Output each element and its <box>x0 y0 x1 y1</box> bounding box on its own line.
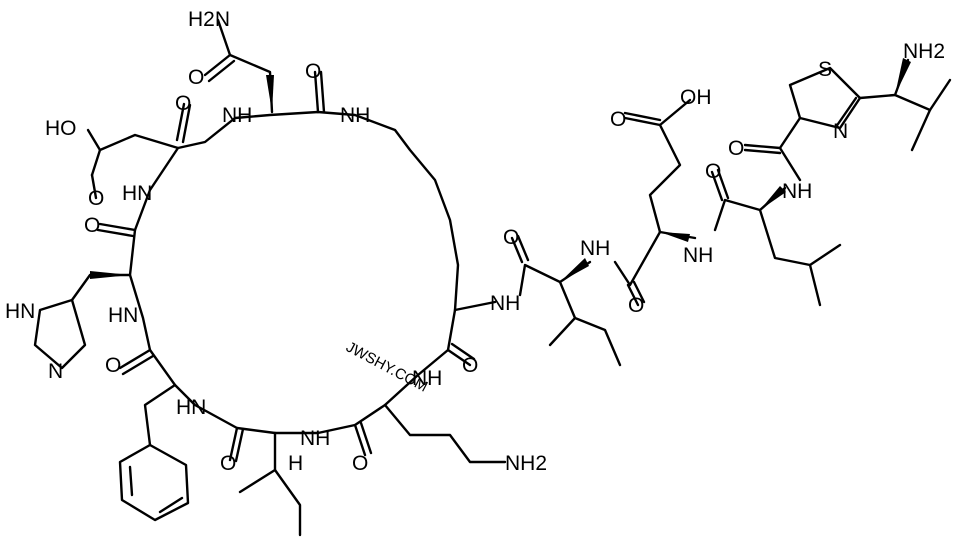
label-asn-co: O <box>305 60 321 83</box>
label-asn-nh2: H2N <box>188 8 230 31</box>
label-ile-nh: NH <box>580 237 610 260</box>
label-asn-nh: NH <box>222 104 252 127</box>
label-asn-side-o: O <box>188 66 204 89</box>
label-glu-oh: OH <box>680 86 712 109</box>
label-glu-nh: NH <box>683 244 713 267</box>
label-thz-n: N <box>833 120 848 143</box>
label-ile2-nh: NH <box>300 427 330 450</box>
label-ile2-co: O <box>220 452 236 475</box>
label-his-ring-n: N <box>48 360 63 383</box>
label-asp-side-o: O <box>88 187 104 210</box>
label-orn-co: O <box>352 452 368 475</box>
label-leu-co: O <box>705 160 721 183</box>
label-asp-oh: HO <box>45 117 77 140</box>
label-lys-eps-nh: NH <box>340 104 370 127</box>
label-glu-co: O <box>628 294 644 317</box>
label-lys-co: O <box>462 354 478 377</box>
label-ile2-h: H <box>288 452 303 475</box>
atom-labels: H2N O O NH NH HO O O HN O HN N HN O HN O… <box>5 8 945 475</box>
label-ile-co: O <box>503 226 519 249</box>
label-orn-nh2: NH2 <box>505 452 547 475</box>
label-phe-co: O <box>105 354 121 377</box>
label-lys-nh: NH <box>490 292 520 315</box>
label-thz-s: S <box>818 58 832 81</box>
label-his-nh: HN <box>108 304 138 327</box>
label-leu-nh: NH <box>782 180 812 203</box>
label-his-co: O <box>84 214 100 237</box>
label-terminal-nh2: NH2 <box>903 40 945 63</box>
label-asp-nh: HN <box>122 182 152 205</box>
label-orn-nh: NH <box>412 367 442 390</box>
label-glu-side-o: O <box>610 108 626 131</box>
stereo-wedges <box>90 58 911 282</box>
label-his-ring-nh: HN <box>5 300 35 323</box>
label-thz-co: O <box>728 137 744 160</box>
label-asp-co: O <box>175 92 191 115</box>
label-phe-nh: HN <box>176 396 206 419</box>
bond-skeleton <box>33 18 952 537</box>
